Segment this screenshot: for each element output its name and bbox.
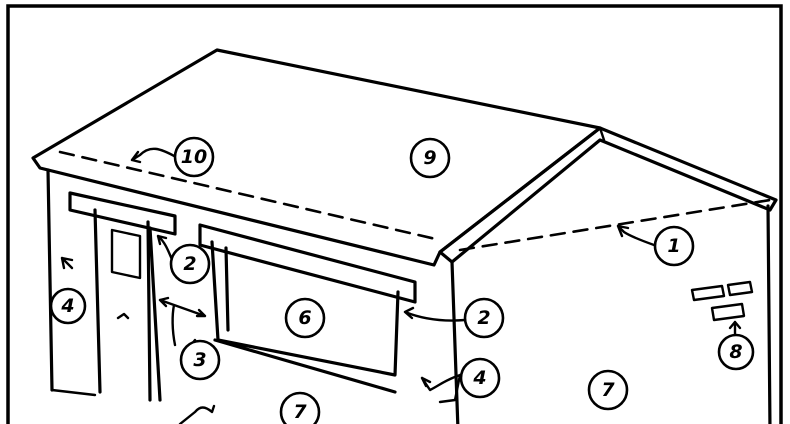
frame-border <box>6 4 783 424</box>
callout-7-gable-label: 7 <box>601 379 615 401</box>
callout-4-right-label: 4 <box>472 367 486 389</box>
callout-2-window: 2 <box>463 297 505 339</box>
callout-3-label: 3 <box>193 349 206 371</box>
callout-9: 9 <box>409 137 451 179</box>
gable-ridge-cap <box>598 126 606 142</box>
callout-10: 10 <box>173 136 215 178</box>
gable-wall-left-edge <box>450 260 460 424</box>
gable-roof-edge <box>438 126 778 264</box>
leader-3 <box>158 296 207 355</box>
callout-2-window-label: 2 <box>477 307 490 329</box>
roof-fascia-edge <box>38 166 436 267</box>
callout-6-label: 6 <box>298 307 311 329</box>
callout-4-left-label: 4 <box>60 295 74 317</box>
front-wall-base <box>50 388 97 397</box>
callout-7-gable: 7 <box>587 369 629 411</box>
vent-upper-right <box>726 280 754 297</box>
leader-4a <box>60 256 74 270</box>
callout-8-label: 8 <box>729 341 742 363</box>
window-frame <box>210 240 400 394</box>
window-canopy <box>198 223 417 304</box>
callout-1: 1 <box>653 225 695 267</box>
door-canopy <box>68 191 177 236</box>
leader-4b <box>420 373 462 404</box>
leader-7a <box>178 404 216 424</box>
callout-4-right: 4 <box>459 357 501 399</box>
front-wall-left-edge <box>46 168 54 392</box>
callout-2-door: 2 <box>169 243 211 285</box>
gable-dashed-line <box>458 198 772 252</box>
leader-2b <box>403 306 467 322</box>
callout-8: 8 <box>717 333 755 371</box>
roof-outline <box>31 48 602 267</box>
vent-upper <box>690 284 726 302</box>
leader-8 <box>728 320 742 337</box>
door-handle <box>116 312 130 320</box>
leader-1 <box>616 224 656 247</box>
roof-dashed-line <box>58 150 442 242</box>
door-window <box>110 228 142 280</box>
callout-1-label: 1 <box>667 235 680 257</box>
leader-10 <box>130 147 178 164</box>
callout-9-label: 9 <box>423 147 436 169</box>
gable-wall-right-edge <box>766 204 772 424</box>
door-frame <box>93 208 162 402</box>
callout-2-door-label: 2 <box>183 253 196 275</box>
callout-7-front: 7 <box>279 391 321 424</box>
callout-3: 3 <box>179 339 221 381</box>
callout-4-left: 4 <box>49 287 87 325</box>
callout-6: 6 <box>284 297 326 339</box>
callout-7-front-label: 7 <box>293 401 307 423</box>
callout-10-label: 10 <box>181 146 207 168</box>
vent-lower <box>710 302 746 322</box>
